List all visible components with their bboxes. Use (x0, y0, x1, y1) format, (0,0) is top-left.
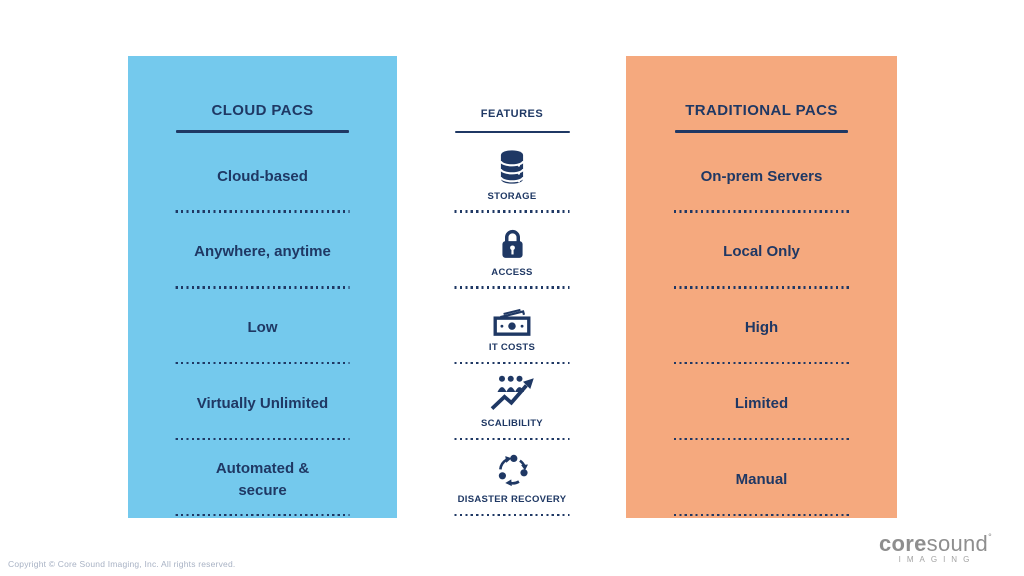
dotted-divider (175, 513, 350, 516)
dotted-divider (673, 437, 850, 441)
dotted-divider (673, 362, 850, 365)
traditional-row-scalability: Limited (626, 366, 897, 442)
database-icon (499, 150, 525, 184)
traditional-pacs-panel: TRADITIONAL PACS On-prem Servers Local O… (626, 56, 897, 518)
traditional-value-it-costs: High (744, 319, 779, 337)
traditional-pacs-title: TRADITIONAL PACS (685, 102, 838, 119)
feature-label-scalability: SCALIBILITY (481, 418, 543, 430)
people-growth-icon (490, 375, 534, 411)
logo-wordmark: coresound° (879, 533, 992, 555)
traditional-row-access: Local Only (626, 215, 897, 291)
logo-subtext: IMAGING (898, 555, 976, 564)
traditional-row-disaster-recovery: Manual (626, 442, 897, 518)
dotted-divider (454, 286, 570, 289)
dotted-divider (454, 210, 570, 213)
feature-label-disaster-recovery: DISASTER RECOVERY (457, 493, 567, 505)
feature-row-storage: STORAGE (437, 139, 587, 215)
coresound-imaging-logo: coresound° IMAGING (879, 533, 992, 564)
cloud-row-access: Anywhere, anytime (128, 215, 397, 291)
feature-label-access: ACCESS (491, 266, 533, 278)
traditional-value-storage: On-prem Servers (700, 167, 823, 185)
traditional-row-it-costs: High (626, 291, 897, 367)
logo-word-core: core (878, 531, 927, 556)
feature-label-storage: STORAGE (487, 190, 537, 202)
cloud-value-scalability: Virtually Unlimited (196, 395, 329, 413)
dotted-divider (673, 286, 850, 289)
feature-row-disaster-recovery: DISASTER RECOVERY (437, 442, 587, 518)
features-column: FEATURES STORAGE ACCESS (437, 56, 587, 518)
feature-row-access: ACCESS (437, 215, 587, 291)
dotted-divider (175, 210, 350, 213)
feature-label-it-costs: IT COSTS (488, 342, 536, 354)
cloud-row-storage: Cloud-based (128, 139, 397, 215)
header-underline (176, 130, 349, 133)
dotted-divider (673, 210, 850, 213)
cloud-row-it-costs: Low (128, 291, 397, 367)
banknote-icon (493, 309, 531, 337)
dotted-divider (175, 286, 350, 289)
traditional-pacs-header: TRADITIONAL PACS (626, 56, 897, 139)
cloud-row-disaster-recovery: Automated & secure (128, 442, 397, 518)
dotted-divider (175, 362, 350, 365)
lock-icon (501, 229, 523, 258)
traditional-value-scalability: Limited (734, 395, 789, 413)
dotted-divider (673, 513, 850, 516)
cloud-row-scalability: Virtually Unlimited (128, 366, 397, 442)
header-underline (675, 130, 848, 133)
features-header: FEATURES (437, 56, 587, 139)
traditional-value-access: Local Only (723, 243, 800, 261)
features-title: FEATURES (480, 107, 544, 120)
cloud-value-access: Anywhere, anytime (194, 243, 331, 261)
cloud-value-disaster-recovery: Automated & secure (215, 459, 310, 500)
dotted-divider (454, 362, 570, 365)
cloud-value-storage: Cloud-based (217, 167, 308, 185)
dotted-divider (175, 437, 350, 441)
dotted-divider (454, 513, 570, 516)
header-underline (454, 130, 570, 133)
logo-word-sound: sound (926, 531, 989, 556)
cloud-pacs-title: CLOUD PACS (211, 102, 314, 119)
cloud-pacs-header: CLOUD PACS (128, 56, 397, 139)
logo-trademark: ° (988, 532, 992, 542)
feature-row-it-costs: IT COSTS (437, 291, 587, 367)
feature-row-scalability: SCALIBILITY (437, 366, 587, 442)
dotted-divider (454, 437, 570, 441)
cloud-pacs-panel: CLOUD PACS Cloud-based Anywhere, anytime… (128, 56, 397, 518)
copyright-text: Copyright © Core Sound Imaging, Inc. All… (8, 559, 236, 569)
cycle-arrows-icon (498, 454, 528, 487)
traditional-row-storage: On-prem Servers (626, 139, 897, 215)
traditional-value-disaster-recovery: Manual (735, 470, 788, 488)
cloud-value-it-costs: Low (247, 319, 278, 337)
